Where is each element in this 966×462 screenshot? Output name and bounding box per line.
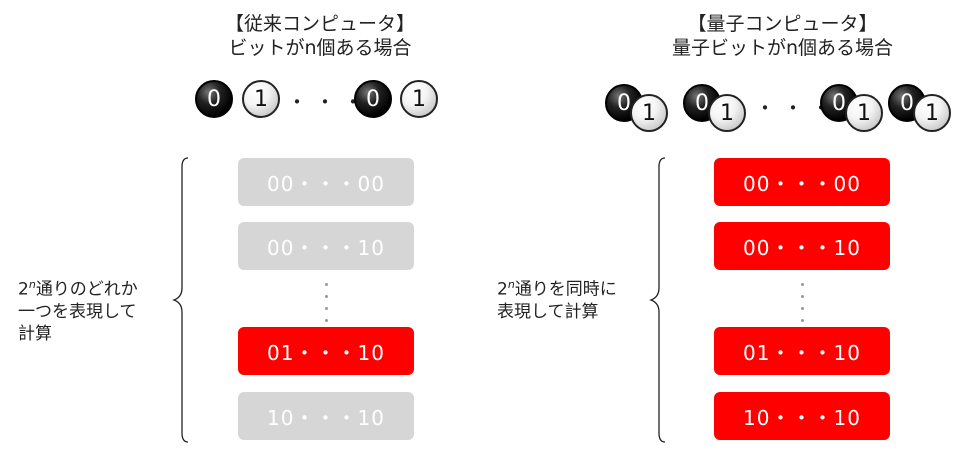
bit-ball-black: 0 (354, 80, 392, 118)
classical-title-line1: 【従来コンピュータ】 (224, 13, 415, 35)
desc-base: 2 (18, 279, 29, 300)
bit-value: 0 (366, 86, 380, 112)
qubit-ball-white: 1 (845, 94, 883, 132)
qubit-zero: 0 (900, 90, 914, 116)
quantum-brace (649, 157, 666, 443)
bits-ellipsis: ・・・ (287, 90, 371, 114)
qubit-ball-white: 1 (630, 94, 668, 132)
qubit-zero: 0 (832, 90, 846, 116)
state-box: 01・・・10 (238, 327, 414, 375)
state-label: 00・・・10 (267, 235, 385, 260)
state-box: 10・・・10 (714, 392, 890, 440)
qubit-ball-white: 1 (708, 94, 746, 132)
quantum-title-line2: 量子ビットがn個ある場合 (671, 37, 894, 59)
classical-title-line2: ビットがn個ある場合 (228, 37, 412, 59)
desc-line1: 通りを同時に (514, 279, 617, 300)
desc-line1: 通りのどれか (35, 279, 138, 300)
quantum-description: 2n通りを同時に 表現して計算 (497, 274, 617, 323)
bit-value: 0 (207, 86, 221, 112)
state-box: 00・・・00 (714, 158, 890, 206)
state-label: 00・・・10 (743, 235, 861, 260)
vertical-ellipsis (801, 283, 805, 331)
state-label: 00・・・00 (267, 171, 385, 196)
desc-line2: 表現して計算 (497, 301, 599, 322)
state-label: 01・・・10 (743, 340, 861, 365)
state-label: 10・・・10 (267, 405, 385, 430)
qubit-ball-black: 0 (683, 84, 721, 122)
bit-value: 1 (254, 86, 268, 112)
classical-description: 2n通りのどれか 一つを表現して 計算 (18, 274, 138, 345)
classical-brace (172, 157, 189, 443)
desc-line2: 一つを表現して (18, 301, 137, 322)
qubit-zero: 0 (695, 90, 709, 116)
desc-exponent: n (507, 278, 515, 291)
qubit-one: 1 (857, 100, 871, 126)
bit-ball-white: 1 (400, 80, 438, 118)
state-box: 10・・・10 (238, 392, 414, 440)
qubit-one: 1 (642, 100, 656, 126)
quantum-title: 【量子コンピュータ】 量子ビットがn個ある場合 (655, 12, 910, 60)
state-label: 10・・・10 (743, 405, 861, 430)
qubits-ellipsis: ・・・ (755, 96, 839, 120)
qubit-zero: 0 (617, 90, 631, 116)
bit-ball-white: 1 (242, 80, 280, 118)
desc-line3: 計算 (18, 323, 52, 344)
state-box: 01・・・10 (714, 327, 890, 375)
classical-title: 【従来コンピュータ】 ビットがn個ある場合 (205, 12, 435, 60)
qubit-ball-white: 1 (913, 94, 951, 132)
state-box: 00・・・10 (714, 222, 890, 270)
state-box: 00・・・00 (238, 158, 414, 206)
qubit-one: 1 (925, 100, 939, 126)
vertical-ellipsis (325, 283, 329, 331)
bit-value: 1 (412, 86, 426, 112)
desc-exponent: n (28, 278, 36, 291)
state-label: 01・・・10 (267, 340, 385, 365)
qubit-one: 1 (720, 100, 734, 126)
state-label: 00・・・00 (743, 171, 861, 196)
desc-base: 2 (497, 279, 508, 300)
quantum-title-line1: 【量子コンピュータ】 (687, 13, 878, 35)
state-box: 00・・・10 (238, 222, 414, 270)
bit-ball-black: 0 (195, 80, 233, 118)
